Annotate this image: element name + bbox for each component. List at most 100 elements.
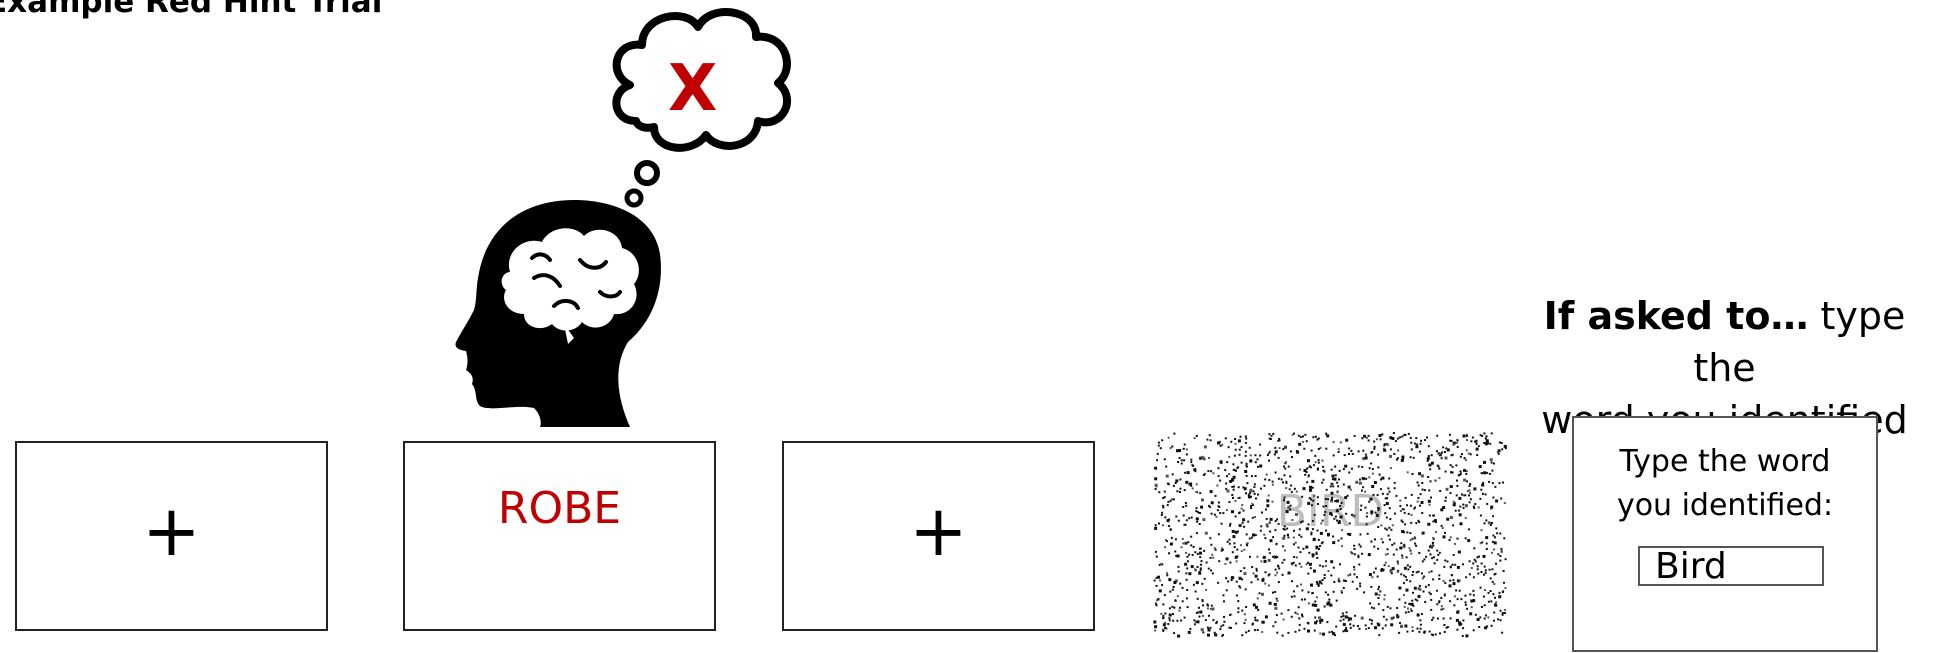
noise-dot	[1282, 545, 1284, 547]
noise-dot	[1320, 532, 1323, 535]
noise-dot	[1304, 598, 1306, 600]
noise-dot	[1362, 450, 1364, 452]
noise-dot	[1211, 554, 1213, 556]
noise-dot	[1316, 557, 1318, 559]
noise-dot	[1423, 591, 1425, 593]
noise-dot	[1339, 580, 1341, 582]
noise-dot	[1392, 524, 1394, 526]
noise-dot	[1491, 432, 1493, 434]
noise-dot	[1242, 518, 1245, 521]
noise-dot	[1490, 506, 1493, 509]
noise-dot	[1396, 549, 1398, 551]
noise-dot	[1454, 595, 1456, 597]
noise-dot	[1333, 567, 1335, 569]
noise-dot	[1260, 525, 1262, 527]
noise-dot	[1315, 436, 1317, 438]
noise-dot	[1202, 604, 1204, 606]
noise-dot	[1363, 591, 1365, 593]
noise-dot	[1159, 589, 1162, 592]
noise-dot	[1378, 586, 1380, 588]
noise-dot	[1255, 498, 1257, 500]
noise-dot	[1450, 536, 1452, 538]
noise-dot	[1428, 550, 1430, 552]
noise-dot	[1295, 542, 1297, 544]
noise-dot	[1436, 603, 1438, 605]
noise-dot	[1494, 536, 1496, 538]
noise-dot	[1465, 576, 1467, 578]
noise-dot	[1196, 521, 1198, 523]
noise-dot	[1291, 616, 1293, 618]
noise-dot	[1215, 495, 1217, 497]
noise-dot	[1457, 610, 1459, 612]
noise-dot	[1317, 468, 1319, 470]
noise-dot	[1265, 509, 1267, 511]
noise-dot	[1207, 627, 1209, 629]
noise-dot	[1272, 625, 1274, 627]
noise-dot	[1394, 482, 1396, 484]
noise-dot	[1469, 489, 1471, 491]
noise-dot	[1206, 439, 1208, 441]
noise-dot	[1341, 502, 1343, 504]
noise-dot	[1432, 578, 1434, 580]
noise-dot	[1208, 505, 1210, 507]
noise-dot	[1284, 468, 1286, 470]
noise-dot	[1316, 596, 1318, 598]
noise-dot	[1358, 556, 1360, 558]
noise-dot	[1427, 457, 1430, 460]
noise-dot	[1259, 465, 1262, 468]
noise-dot	[1216, 516, 1218, 518]
noise-dot	[1200, 569, 1202, 571]
noise-dot	[1173, 485, 1175, 487]
noise-dot	[1251, 581, 1253, 583]
noise-dot	[1207, 634, 1210, 637]
noise-dot	[1241, 462, 1243, 464]
noise-dot	[1298, 443, 1301, 446]
noise-dot	[1408, 433, 1410, 435]
noise-dot	[1302, 435, 1304, 437]
noise-dot	[1234, 546, 1236, 548]
noise-dot	[1312, 592, 1314, 594]
noise-dot	[1334, 500, 1336, 502]
noise-dot	[1249, 556, 1251, 558]
noise-dot	[1253, 572, 1255, 574]
noise-dot	[1268, 460, 1270, 462]
noise-dot	[1418, 595, 1420, 597]
noise-dot	[1355, 481, 1358, 484]
noise-dot	[1181, 463, 1183, 465]
noise-dot	[1456, 442, 1458, 444]
noise-dot	[1296, 556, 1298, 558]
noise-dot	[1291, 596, 1293, 598]
noise-dot	[1209, 434, 1211, 436]
noise-dot	[1265, 571, 1267, 573]
noise-dot	[1236, 595, 1238, 597]
noise-dot	[1257, 494, 1259, 496]
noise-dot	[1189, 628, 1191, 630]
noise-dot	[1303, 448, 1305, 450]
noise-dot	[1454, 543, 1456, 545]
answer-field[interactable]: Bird	[1638, 546, 1824, 586]
noise-dot	[1212, 572, 1214, 574]
noise-dot	[1430, 497, 1432, 499]
noise-dot	[1428, 584, 1430, 586]
noise-dot	[1302, 615, 1304, 617]
noise-dot	[1455, 589, 1457, 591]
noise-dot	[1191, 565, 1194, 568]
noise-dot	[1220, 445, 1222, 447]
noise-dot	[1156, 604, 1158, 606]
noise-dot	[1468, 494, 1470, 496]
noise-dot	[1324, 577, 1326, 579]
noise-dot	[1432, 617, 1434, 619]
noise-dot	[1408, 547, 1410, 549]
noise-dot	[1231, 510, 1234, 513]
noise-dot	[1373, 494, 1375, 496]
noise-dot	[1390, 467, 1392, 469]
noise-dot	[1427, 460, 1429, 462]
noise-dot	[1479, 498, 1481, 500]
noise-dot	[1497, 618, 1499, 620]
noise-dot	[1197, 620, 1200, 623]
noise-dot	[1245, 631, 1247, 633]
noise-dot	[1496, 532, 1498, 534]
noise-dot	[1314, 514, 1316, 516]
noise-dot	[1474, 559, 1476, 561]
noise-dot	[1370, 463, 1372, 465]
